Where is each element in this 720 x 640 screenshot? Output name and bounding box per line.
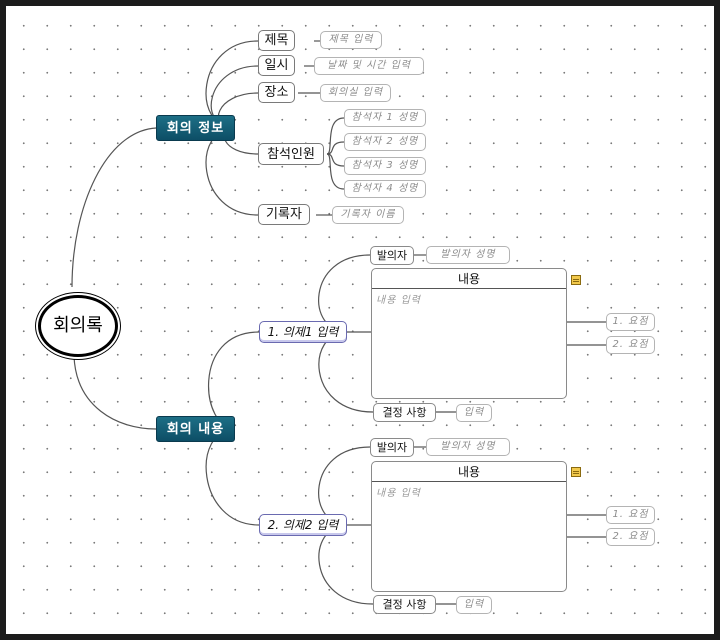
agenda-1-decision-hint[interactable]: 입력 [456,404,492,422]
branch-meeting-info[interactable]: 회의 정보 [156,115,235,141]
agenda-2-decision[interactable]: 결정 사항 [373,595,436,614]
topic-place[interactable]: 장소 [258,82,295,103]
agenda-1-point-1[interactable]: 1. 요점 [606,313,655,331]
agenda-2[interactable]: 2. 의제2 입력 [259,514,347,536]
agenda-2-content-title: 내용 [372,462,566,482]
agenda-2-content-body[interactable]: 내용 입력 [376,488,421,499]
place-hint[interactable]: 회의실 입력 [320,84,391,102]
topic-recorder[interactable]: 기록자 [258,204,310,225]
branch-meeting-content[interactable]: 회의 내용 [156,416,235,442]
agenda-1-content-box[interactable]: 내용 내용 입력 [371,268,567,399]
root-label: 회의록 [53,315,103,336]
title-hint[interactable]: 제목 입력 [320,31,382,49]
agenda-2-decision-hint[interactable]: 입력 [456,596,492,614]
agenda-1[interactable]: 1. 의제1 입력 [259,321,347,343]
recorder-hint[interactable]: 기록자 이름 [332,206,404,224]
mindmap-canvas: 회의록 회의 정보 회의 내용 제목 제목 입력 일시 날짜 및 시간 입력 장… [6,6,714,634]
agenda-1-content-title: 내용 [372,269,566,289]
agenda-1-point-2[interactable]: 2. 요점 [606,336,655,354]
topic-attendees[interactable]: 참석인원 [258,143,324,165]
agenda-2-presenter[interactable]: 발의자 [370,438,414,457]
agenda-2-presenter-hint[interactable]: 발의자 성명 [426,438,510,456]
attendee-hint-2[interactable]: 참석자 2 성명 [344,133,426,151]
note-icon[interactable] [571,275,581,285]
agenda-1-presenter-hint[interactable]: 발의자 성명 [426,246,510,264]
root-node[interactable]: 회의록 [38,295,118,357]
agenda-1-decision[interactable]: 결정 사항 [373,403,436,422]
datetime-hint[interactable]: 날짜 및 시간 입력 [314,57,424,75]
attendee-hint-4[interactable]: 참석자 4 성명 [344,180,426,198]
topic-datetime[interactable]: 일시 [258,55,295,76]
agenda-1-content-body[interactable]: 내용 입력 [376,295,421,306]
agenda-2-content-box[interactable]: 내용 내용 입력 [371,461,567,592]
topic-title[interactable]: 제목 [258,30,295,51]
branch-meeting-info-label: 회의 정보 [166,120,225,136]
agenda-2-point-1[interactable]: 1. 요점 [606,506,655,524]
branch-meeting-content-label: 회의 내용 [166,421,225,437]
note-icon[interactable] [571,467,581,477]
agenda-2-point-2[interactable]: 2. 요점 [606,528,655,546]
attendee-hint-3[interactable]: 참석자 3 성명 [344,157,426,175]
attendee-hint-1[interactable]: 참석자 1 성명 [344,109,426,127]
agenda-1-presenter[interactable]: 발의자 [370,246,414,265]
